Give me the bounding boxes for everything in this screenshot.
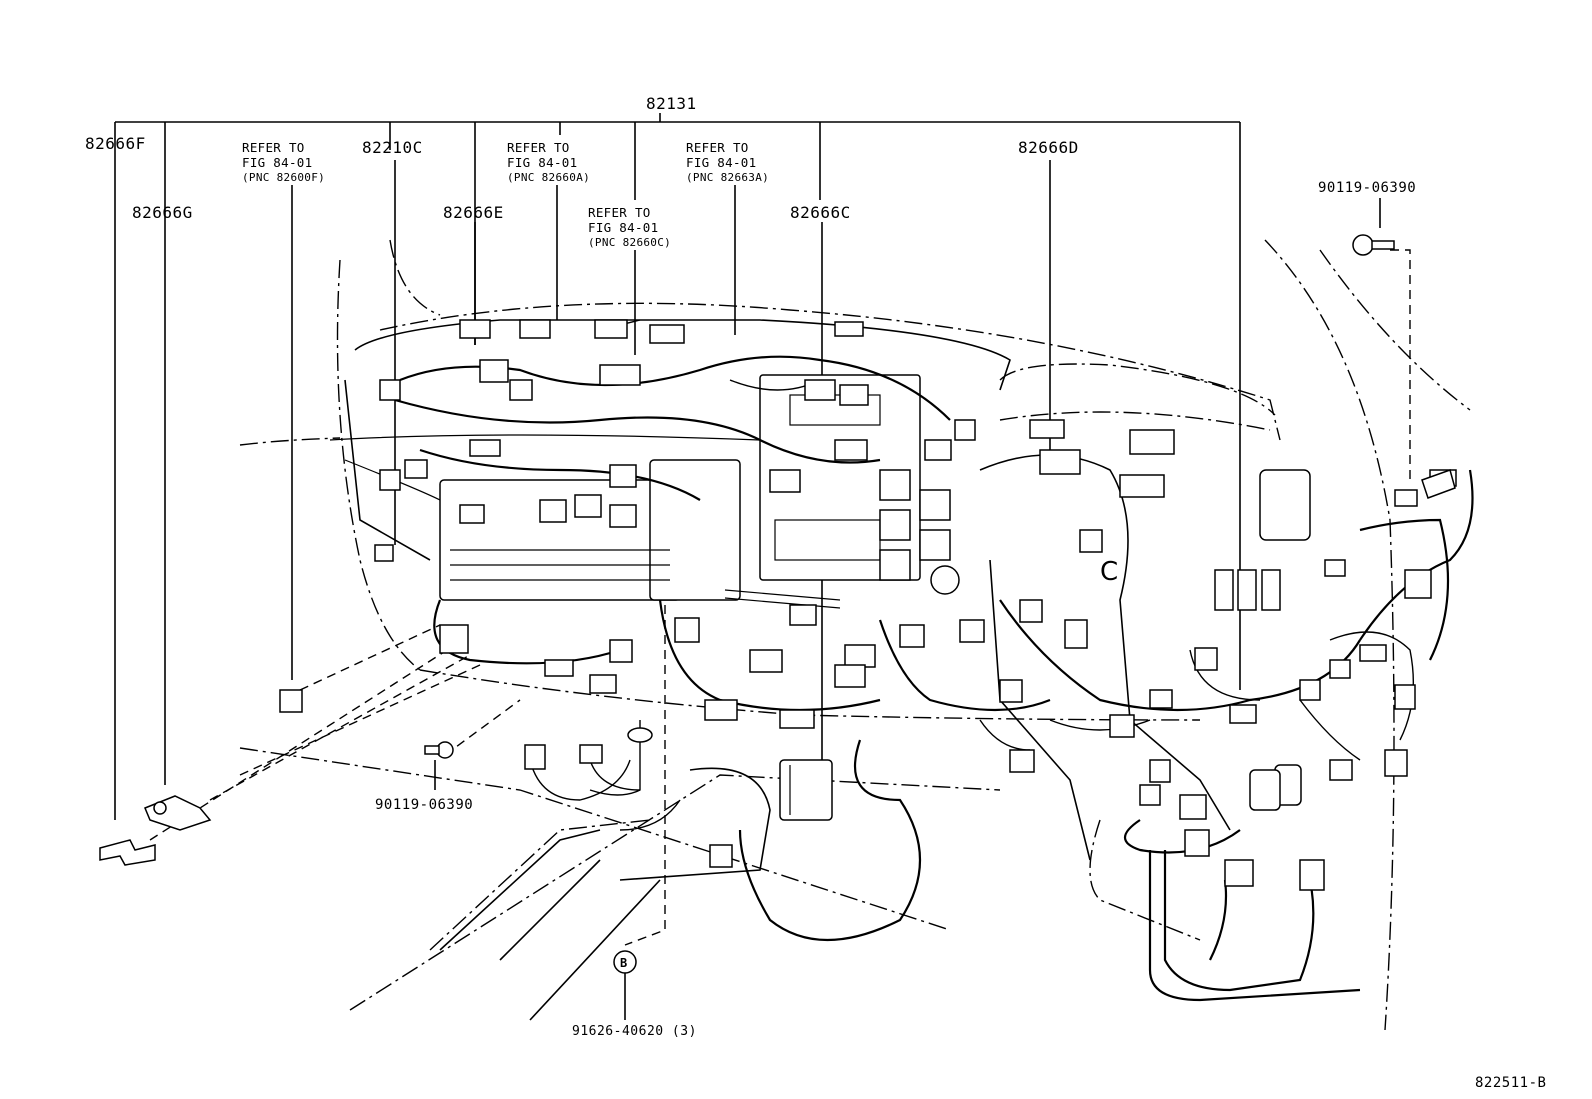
ref-pnc: (PNC 82663A) <box>686 171 770 184</box>
label-bolt-top-right: 90119-06390 <box>1318 180 1417 196</box>
label-82666F: 82666F <box>85 134 146 153</box>
ref-note-82663A: REFER TO FIG 84-01 (PNC 82663A) <box>686 140 769 185</box>
ref-line: REFER TO <box>686 140 749 155</box>
ref-note-82660C: REFER TO FIG 84-01 (PNC 82660C) <box>588 205 671 250</box>
figure-id: 822511-B <box>1475 1075 1547 1091</box>
label-82666D: 82666D <box>1018 138 1079 157</box>
ref-line: FIG 84-01 <box>686 155 757 170</box>
dashboard-frame: C <box>329 319 1311 1021</box>
ref-note-82660A: REFER TO FIG 84-01 (PNC 82660A) <box>507 140 590 185</box>
svg-text:C: C <box>1100 557 1118 587</box>
label-clip-bottom: 91626-40620 (3) <box>572 1024 697 1039</box>
ref-pnc: (PNC 82600F) <box>242 171 326 184</box>
ref-line: REFER TO <box>588 205 651 220</box>
guide-dashed-lines <box>149 249 1411 946</box>
label-82666C: 82666C <box>790 203 851 222</box>
label-82210C: 82210C <box>362 138 423 157</box>
ref-pnc: (PNC 82660A) <box>507 171 591 184</box>
ref-line: FIG 84-01 <box>242 155 313 170</box>
label-82666G: 82666G <box>132 203 193 222</box>
ref-line: REFER TO <box>507 140 570 155</box>
small-parts <box>99 234 1456 974</box>
callout-b: B <box>620 956 628 970</box>
label-82666E: 82666E <box>443 203 504 222</box>
connectors <box>279 319 1457 891</box>
ref-pnc: (PNC 82660C) <box>588 236 672 249</box>
ref-line: FIG 84-01 <box>588 220 659 235</box>
dashboard-outline <box>239 239 1471 1031</box>
label-82131: 82131 <box>646 94 697 113</box>
ref-line: REFER TO <box>242 140 305 155</box>
label-bolt-left: 90119-06390 <box>375 797 474 813</box>
ref-line: FIG 84-01 <box>507 155 578 170</box>
ref-note-82600F: REFER TO FIG 84-01 (PNC 82600F) <box>242 140 325 185</box>
